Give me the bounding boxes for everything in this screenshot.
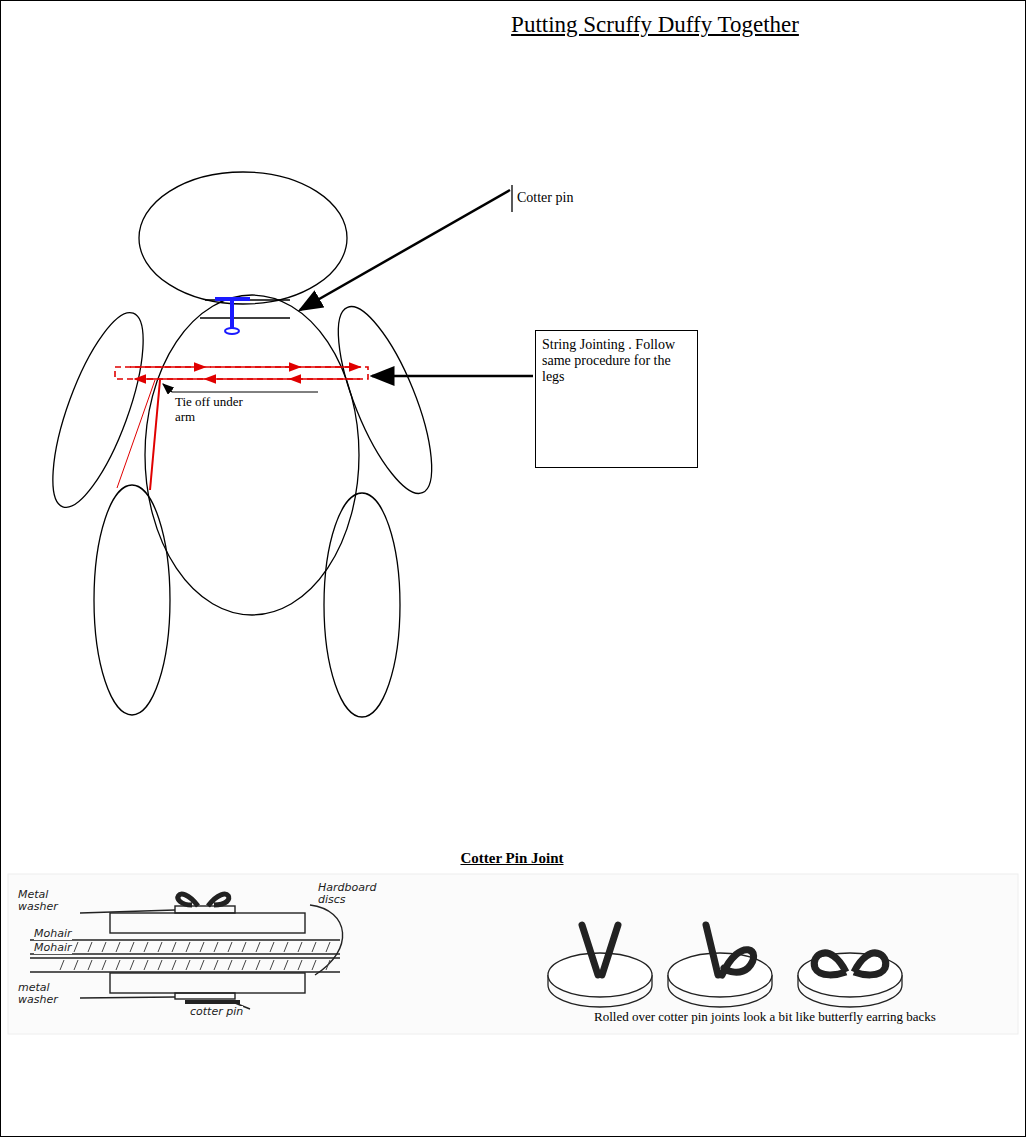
- caption-note: Rolled over cotter pin joints look a bit…: [560, 1010, 970, 1025]
- part-label: Mohair: [34, 928, 72, 940]
- part-label: Metal washer: [18, 889, 78, 912]
- part-label: cotter pin: [190, 1006, 243, 1018]
- part-label: Cotter pin: [517, 190, 573, 206]
- part-label: metal washer: [18, 982, 78, 1005]
- callout-box: String Jointing . Follow same procedure …: [535, 330, 698, 468]
- title: Putting Scruffy Duffy Together: [330, 12, 980, 38]
- part-label: Hardboard discs: [318, 882, 388, 905]
- note-label: Tie off under arm: [175, 395, 265, 425]
- part-label: Mohair: [34, 942, 72, 954]
- section-heading: Cotter Pin Joint: [380, 850, 644, 867]
- callout-text: String Jointing . Follow same procedure …: [542, 337, 691, 385]
